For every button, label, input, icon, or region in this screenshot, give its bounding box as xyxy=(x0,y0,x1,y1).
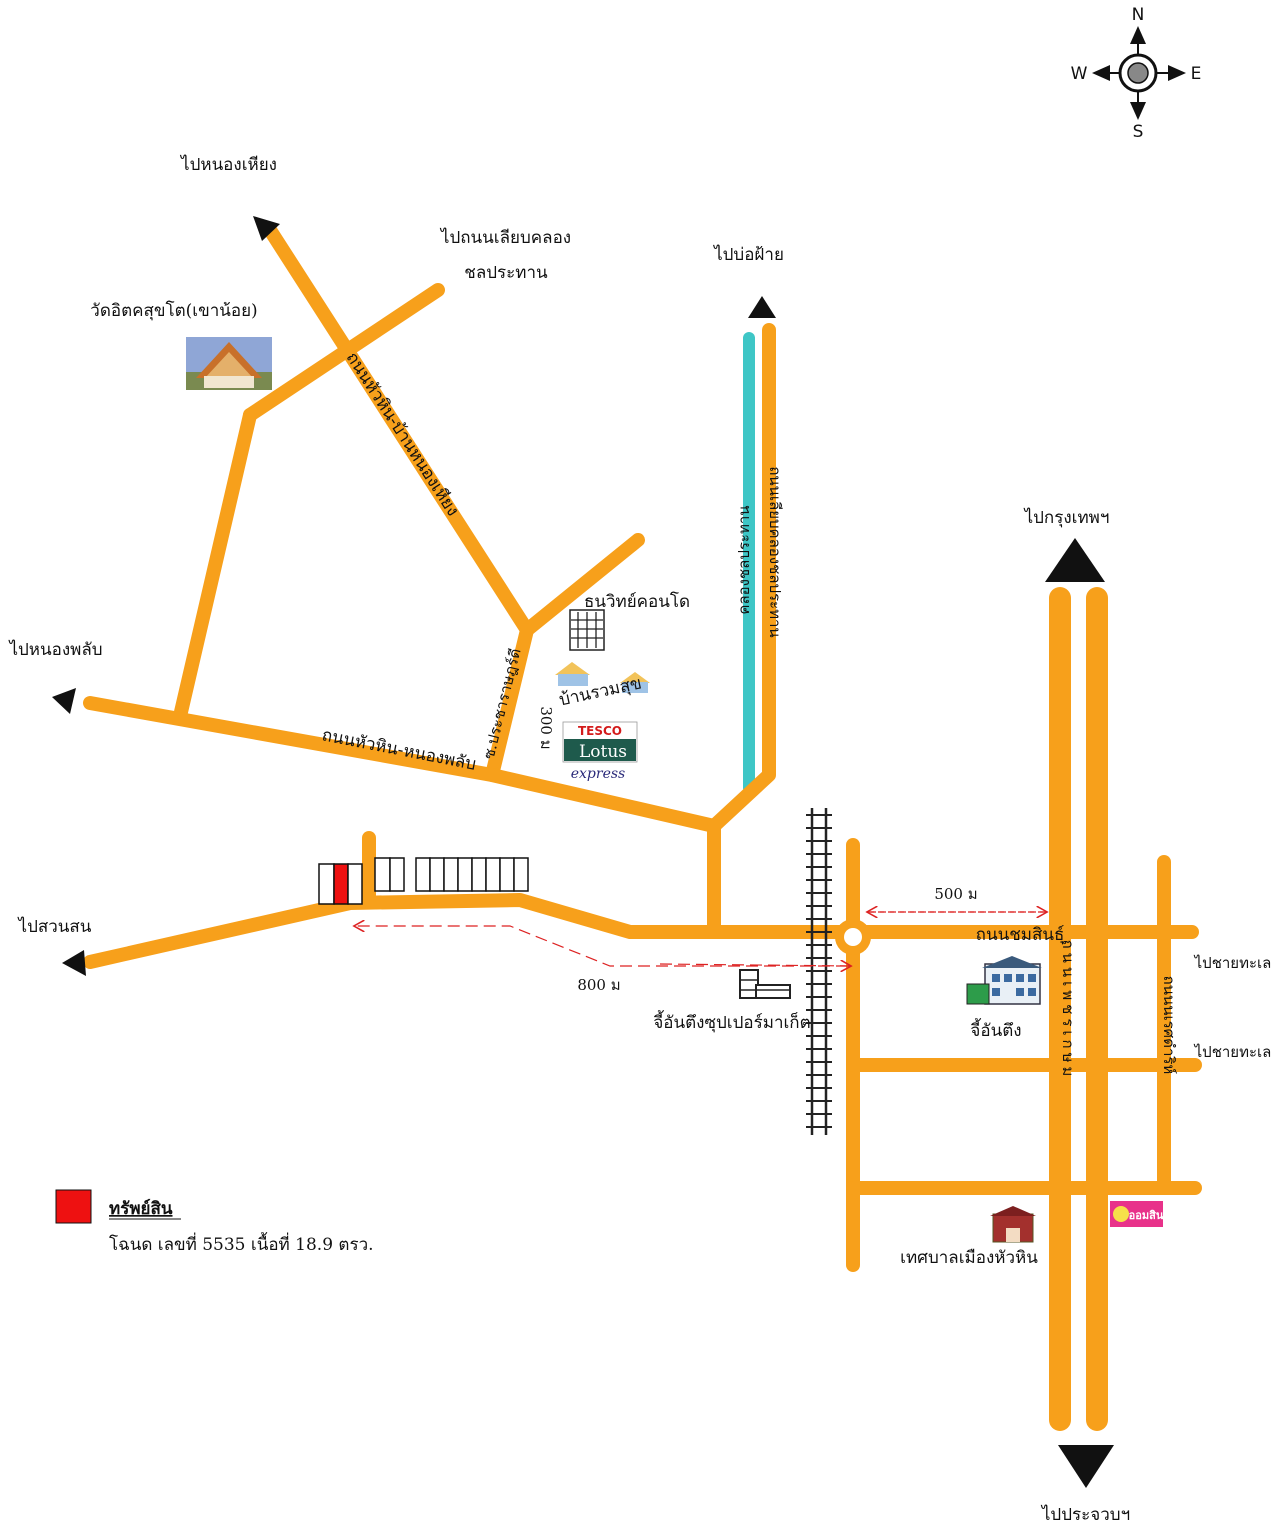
label-road-huahin-nonghiang: ถนนหัวหิน-บ้านหนองเหียง xyxy=(342,349,463,520)
label-irrigation-canal: คลองชลประทาน xyxy=(735,505,753,614)
arrow-prachuap-icon xyxy=(1058,1445,1114,1488)
label-to-bangkok: ไปกรุงเทพฯ xyxy=(1023,507,1110,528)
municipality-icon xyxy=(990,1206,1036,1243)
row-house-plot xyxy=(429,857,445,892)
arrow-nong-phlap-icon xyxy=(52,688,76,714)
arrow-suan-son-icon xyxy=(62,950,86,976)
svg-text:express: express xyxy=(571,766,626,782)
row-house-plot xyxy=(443,857,459,892)
svg-text:Lotus: Lotus xyxy=(579,742,627,762)
property-marker xyxy=(333,863,349,905)
arrow-bangkok-icon xyxy=(1045,538,1105,582)
svg-text:ออมสิน: ออมสิน xyxy=(1129,1209,1164,1222)
label-to-suan-son: ไปสวนสน xyxy=(17,916,92,937)
label-to-nong-phlap: ไปหนองพลับ xyxy=(7,639,102,660)
label-to-bo-fai: ไปบ่อฝ้าย xyxy=(712,244,784,265)
village-icon xyxy=(555,662,650,693)
row-house-plot xyxy=(499,857,515,892)
property-plots xyxy=(318,857,529,905)
row-house-plot xyxy=(513,857,529,892)
label-temple: วัดอิตคสุขโต(เขาน้อย) xyxy=(90,300,257,321)
label-road-phetkasem: ถนนเพชรเกษม xyxy=(1059,940,1077,1081)
svg-text:TESCO: TESCO xyxy=(578,724,622,738)
row-house-plot xyxy=(471,857,487,892)
store-icon xyxy=(966,956,1042,1005)
label-to-canal-road-2: ชลประทาน xyxy=(464,263,548,283)
label-to-beach-2: ไปชายทะเล xyxy=(1194,1043,1272,1061)
label-to-canal-road-1: ไปถนนเลียบคลอง xyxy=(439,227,571,248)
temple-icon xyxy=(186,337,272,390)
tesco-lotus-logo: TESCO Lotus express xyxy=(562,721,638,782)
aomsin-bank-logo: ออมสิน xyxy=(1110,1201,1164,1227)
legend: ทรัพย์สิน โฉนด เลขที่ 5535 เนื้อที่ 18.9… xyxy=(55,1189,374,1255)
label-distance-800: 800 ม xyxy=(577,976,620,994)
legend-title: ทรัพย์สิน xyxy=(109,1198,173,1219)
compass-east: E xyxy=(1191,64,1202,84)
label-road-naresdamri: ถนนนเรศดำริห์ xyxy=(1160,976,1178,1075)
road-network xyxy=(83,223,1202,1431)
label-store: จี้อันตึง xyxy=(970,1018,1021,1041)
label-to-beach-1: ไปชายทะเล xyxy=(1194,954,1272,972)
distance-lines xyxy=(355,912,1046,966)
row-house-plot xyxy=(457,857,473,892)
row-house-plot xyxy=(485,857,501,892)
condo-icon xyxy=(569,609,605,651)
label-to-prachuap: ไปประจวบฯ xyxy=(1040,1504,1130,1525)
label-distance-300: 300 ม xyxy=(537,706,555,749)
railway-track xyxy=(806,808,832,1135)
label-to-nong-hiang: ไปหนองเหียง xyxy=(179,154,277,175)
row-house-plot xyxy=(415,857,431,892)
arrow-bo-fai-icon xyxy=(748,296,776,318)
label-distance-500: 500 ม xyxy=(934,885,977,903)
legend-swatch xyxy=(55,1189,92,1224)
compass-north: N xyxy=(1132,5,1145,25)
label-municipality: เทศบาลเมืองหัวหิน xyxy=(900,1248,1038,1268)
compass-west: W xyxy=(1071,64,1088,84)
compass-icon xyxy=(1092,26,1186,120)
arrow-nong-hiang-icon xyxy=(253,216,280,241)
compass-south: S xyxy=(1133,122,1144,142)
label-condo: ธนวิทย์คอนโด xyxy=(584,591,690,612)
label-supermarket: จี้อันตึงซุปเปอร์มาเก็ต xyxy=(653,1010,810,1033)
label-road-chomsin: ถนนชมสินธุ์ xyxy=(976,925,1065,945)
supermarket-icon xyxy=(739,969,791,999)
legend-detail: โฉนด เลขที่ 5535 เนื้อที่ 18.9 ตรว. xyxy=(109,1232,374,1255)
label-canal-road: ถนนเลียบคลองชลประทาน xyxy=(766,466,784,637)
